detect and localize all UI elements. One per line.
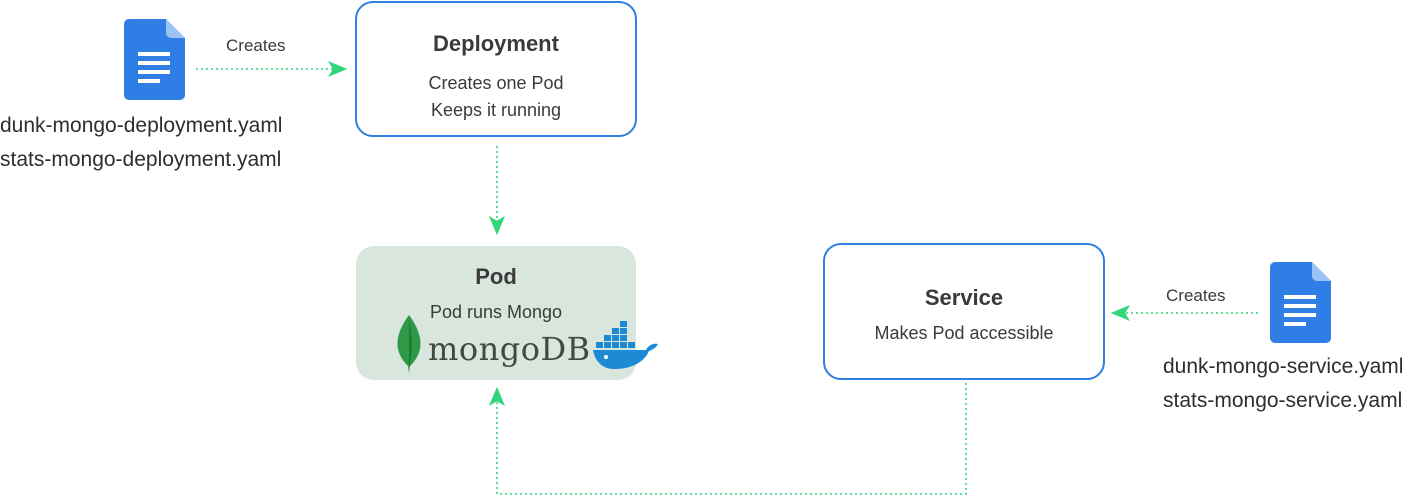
pod-subtitle: Pod runs Mongo bbox=[429, 302, 563, 322]
deployment-creates-label: Creates bbox=[226, 36, 286, 55]
deployment-line: Keeps it running bbox=[430, 100, 562, 120]
service-title: Service bbox=[924, 285, 1004, 310]
service-file-list: dunk-mongo-service.yaml stats-mongo-serv… bbox=[1163, 355, 1403, 413]
service-document-icon bbox=[1270, 262, 1331, 343]
arrow-service-to-pod bbox=[489, 383, 967, 495]
pod-title: Pod bbox=[475, 264, 517, 289]
service-file-name: stats-mongo-service.yaml bbox=[1163, 389, 1403, 412]
service-creates-label: Creates bbox=[1166, 286, 1226, 305]
deployment-title: Deployment bbox=[433, 31, 559, 56]
service-file-name: dunk-mongo-service.yaml bbox=[1163, 355, 1404, 378]
deployment-file-list: dunk-mongo-deployment.yaml stats-mongo-d… bbox=[0, 114, 282, 172]
mongodb-wordmark: mongoDB bbox=[428, 330, 591, 368]
deployment-file-name: stats-mongo-deployment.yaml bbox=[0, 148, 282, 171]
deployment-document-icon bbox=[124, 19, 185, 100]
service-node: Service Makes Pod accessible bbox=[823, 243, 1105, 380]
mongodb-leaf-icon bbox=[397, 315, 421, 373]
deployment-file-name: dunk-mongo-deployment.yaml bbox=[0, 114, 283, 137]
docker-whale-icon bbox=[593, 321, 658, 369]
deployment-node: Deployment Creates one Pod Keeps it runn… bbox=[355, 1, 637, 137]
service-subtitle: Makes Pod accessible bbox=[874, 323, 1054, 343]
deployment-line: Creates one Pod bbox=[428, 73, 564, 93]
